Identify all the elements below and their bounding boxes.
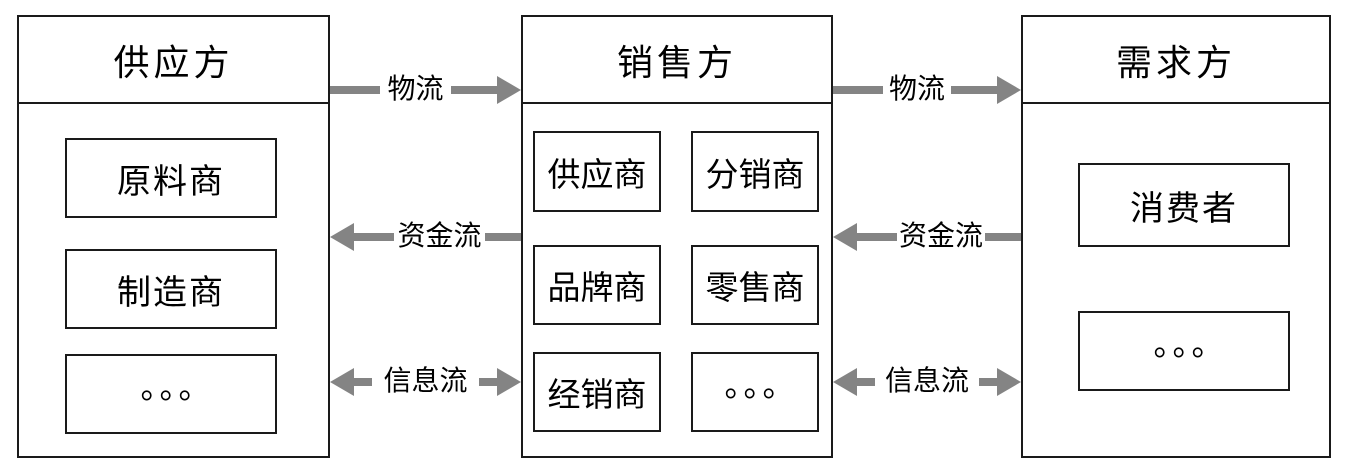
entity-box-ellipsis: 。。。 bbox=[691, 352, 819, 432]
entity-label: 品牌商 bbox=[547, 269, 647, 306]
entity-box-ellipsis: 。。。 bbox=[65, 354, 277, 434]
logistics-flow-left-gap: 物流 bbox=[330, 72, 521, 104]
arrow-right-icon bbox=[478, 368, 521, 396]
flow-tail-bar bbox=[984, 233, 1021, 241]
capital-flow-label: 资金流 bbox=[898, 219, 983, 251]
entity-label: 消费者 bbox=[1130, 189, 1238, 228]
entity-box-ellipsis: 。。。 bbox=[1078, 311, 1290, 391]
entity-box-distributor: 分销商 bbox=[691, 131, 819, 212]
demand-side-box: 需求方 消费者 。。。 bbox=[1021, 15, 1331, 458]
information-flow-label: 信息流 bbox=[383, 364, 468, 396]
column-title-demand: 需求方 bbox=[1023, 17, 1329, 104]
entity-label: 原料商 bbox=[117, 162, 225, 201]
arrow-left-icon bbox=[833, 223, 897, 251]
entity-box-dealer: 经销商 bbox=[533, 352, 661, 432]
arrow-right-icon bbox=[450, 76, 521, 104]
arrow-left-icon bbox=[330, 368, 372, 396]
ellipsis-dots: 。。。 bbox=[140, 369, 214, 405]
capital-flow-label: 资金流 bbox=[397, 219, 482, 251]
entity-box-raw-material: 原料商 bbox=[65, 138, 277, 218]
entity-label: 制造商 bbox=[117, 273, 225, 312]
arrow-left-icon bbox=[833, 368, 875, 396]
logistics-flow-label: 物流 bbox=[387, 72, 444, 104]
entity-label: 零售商 bbox=[705, 269, 805, 306]
capital-flow-left-gap: 资金流 bbox=[330, 219, 521, 251]
seller-side-box: 销售方 供应商 分销商 品牌商 零售商 经销商 。。。 bbox=[521, 15, 833, 458]
entity-box-manufacturer: 制造商 bbox=[65, 249, 277, 329]
information-flow-right-gap: 信息流 bbox=[833, 364, 1021, 396]
arrow-left-icon bbox=[330, 223, 394, 251]
information-flow-left-gap: 信息流 bbox=[330, 364, 521, 396]
arrow-right-icon bbox=[950, 76, 1021, 104]
column-title-seller: 销售方 bbox=[523, 17, 831, 104]
entity-label: 供应商 bbox=[547, 155, 647, 193]
flow-tail-bar bbox=[484, 233, 521, 241]
logistics-flow-label: 物流 bbox=[888, 72, 945, 104]
column-title-supplier: 供应方 bbox=[19, 17, 328, 104]
flow-tail-bar bbox=[833, 86, 883, 94]
capital-flow-right-gap: 资金流 bbox=[833, 219, 1021, 251]
ellipsis-dots: 。。。 bbox=[1153, 326, 1227, 362]
entity-label: 分销商 bbox=[705, 155, 805, 193]
entity-box-brand: 品牌商 bbox=[533, 245, 661, 325]
supplier-side-box: 供应方 原料商 制造商 。。。 bbox=[17, 15, 330, 458]
flow-tail-bar bbox=[330, 86, 380, 94]
entity-box-consumer: 消费者 bbox=[1078, 163, 1290, 247]
entity-box-supplier: 供应商 bbox=[533, 131, 661, 212]
logistics-flow-right-gap: 物流 bbox=[833, 72, 1021, 104]
arrow-right-icon bbox=[978, 368, 1021, 396]
entity-box-retailer: 零售商 bbox=[691, 245, 819, 325]
information-flow-label: 信息流 bbox=[884, 364, 969, 396]
entity-label: 经销商 bbox=[547, 376, 647, 413]
ellipsis-dots: 。。。 bbox=[724, 367, 798, 403]
